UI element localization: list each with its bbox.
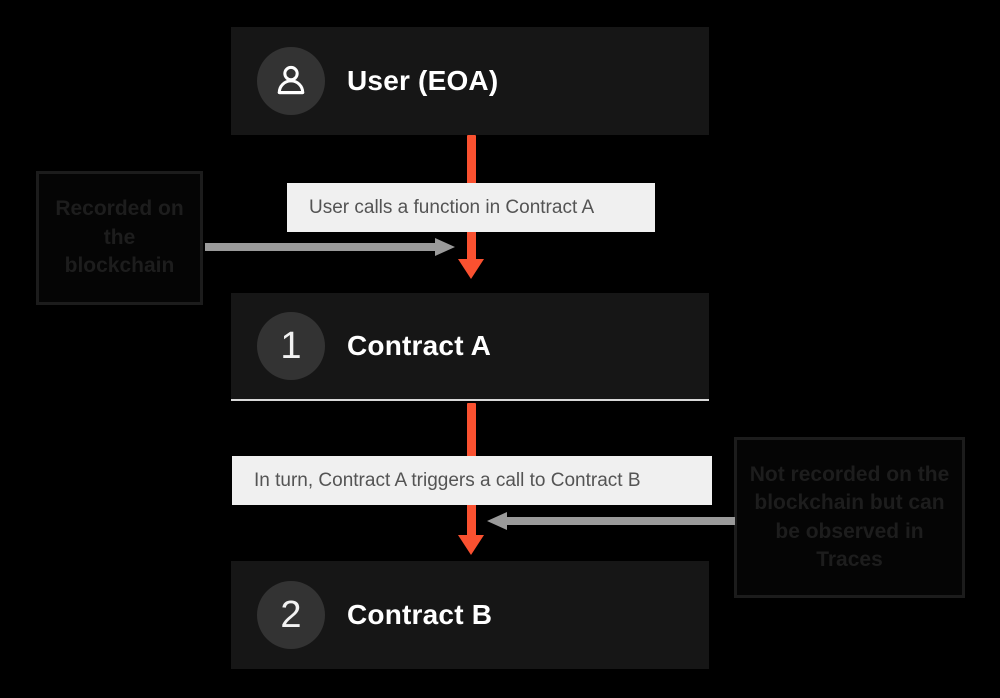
message-label-2: In turn, Contract A triggers a call to C…: [232, 456, 712, 505]
annotation-arrow-left-to-flow: [205, 238, 455, 256]
step-number-1: 1: [280, 325, 302, 367]
node-user-label: User (EOA): [347, 65, 499, 96]
arrow-head: [458, 259, 484, 279]
node-contract-b-label: Contract B: [347, 599, 493, 630]
node-contract-b[interactable]: 2 Contract B: [231, 561, 709, 669]
arrow-shaft: [505, 517, 735, 525]
arrow-shaft: [205, 243, 437, 251]
annotation-not-recorded-traces: Not recorded on the blockchain but can b…: [734, 437, 965, 598]
node-contract-a[interactable]: 1 Contract A: [231, 293, 709, 401]
annotation-recorded-on-blockchain: Recorded on the blockchain: [36, 171, 203, 305]
annotation-arrow-right-to-flow: [487, 512, 735, 530]
step-number-2: 2: [280, 594, 302, 636]
node-user[interactable]: User (EOA): [231, 27, 709, 135]
step-number-badge-2: 2: [257, 581, 325, 649]
message-label-1: User calls a function in Contract A: [287, 183, 655, 232]
arrow-head: [435, 238, 455, 256]
step-number-badge-1: 1: [257, 312, 325, 380]
node-contract-a-label: Contract A: [347, 330, 492, 361]
person-icon: [272, 62, 310, 100]
arrow-head: [487, 512, 507, 530]
arrow-head: [458, 535, 484, 555]
person-icon-badge: [257, 47, 325, 115]
